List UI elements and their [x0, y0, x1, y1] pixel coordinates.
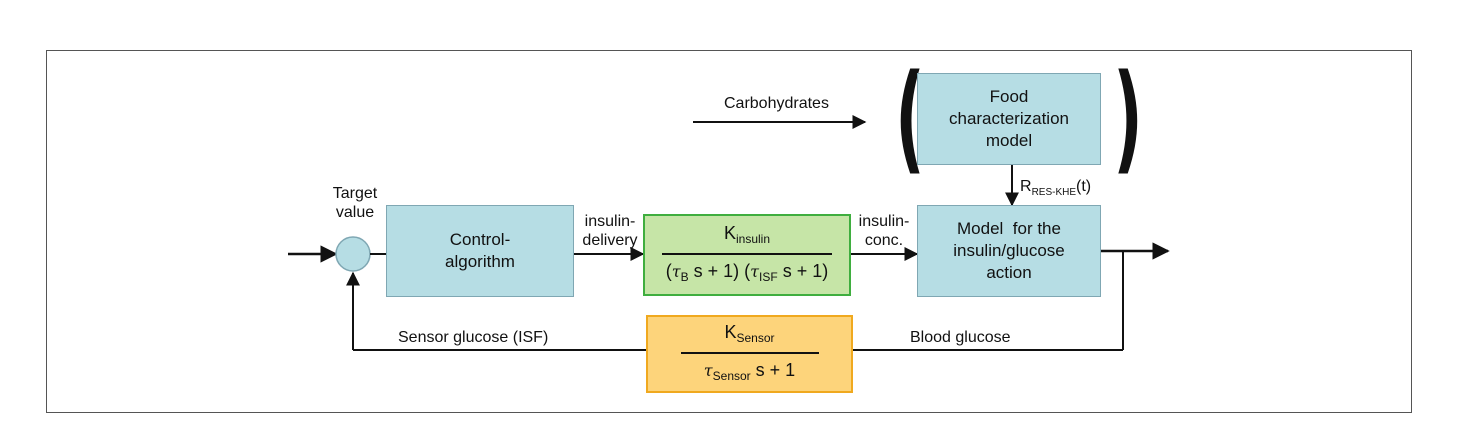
insulin-fraction-bar [662, 253, 832, 255]
insulin-fraction: Kinsulin (τB s + 1) (τISF s + 1) [662, 222, 832, 288]
sensor-glucose-label: Sensor glucose (ISF) [398, 329, 549, 346]
sensor-transfer-function-block: KSensor τSensor s + 1 [646, 315, 853, 393]
right-parenthesis: ) [1113, 48, 1143, 186]
insulin-transfer-function-block: Kinsulin (τB s + 1) (τISF s + 1) [643, 214, 851, 296]
insulin-glucose-model-block: Model for the insulin/glucose action [917, 205, 1101, 297]
insulin-conc-label: insulin- conc. [858, 213, 910, 249]
insulin-denominator: (τB s + 1) (τISF s + 1) [665, 260, 829, 284]
sensor-denominator: τSensor s + 1 [703, 359, 796, 383]
insulin-numerator: Kinsulin [723, 223, 771, 247]
target-value-label: Target value [332, 185, 378, 221]
sensor-numerator: KSensor [724, 322, 775, 346]
food-characterization-model-block: Food characterization model [917, 73, 1101, 165]
insulin-delivery-label: insulin- delivery [582, 213, 638, 249]
carbohydrates-label: Carbohydrates [724, 95, 829, 112]
sensor-fraction: KSensor τSensor s + 1 [680, 321, 819, 387]
diagram-frame [46, 50, 1412, 413]
r-res-khe-label: RRES-KHE(t) [1020, 178, 1092, 198]
blood-glucose-label: Blood glucose [910, 329, 1011, 346]
sensor-fraction-bar [680, 352, 819, 354]
control-algorithm-block: Control- algorithm [386, 205, 574, 297]
summing-junction [335, 236, 371, 272]
